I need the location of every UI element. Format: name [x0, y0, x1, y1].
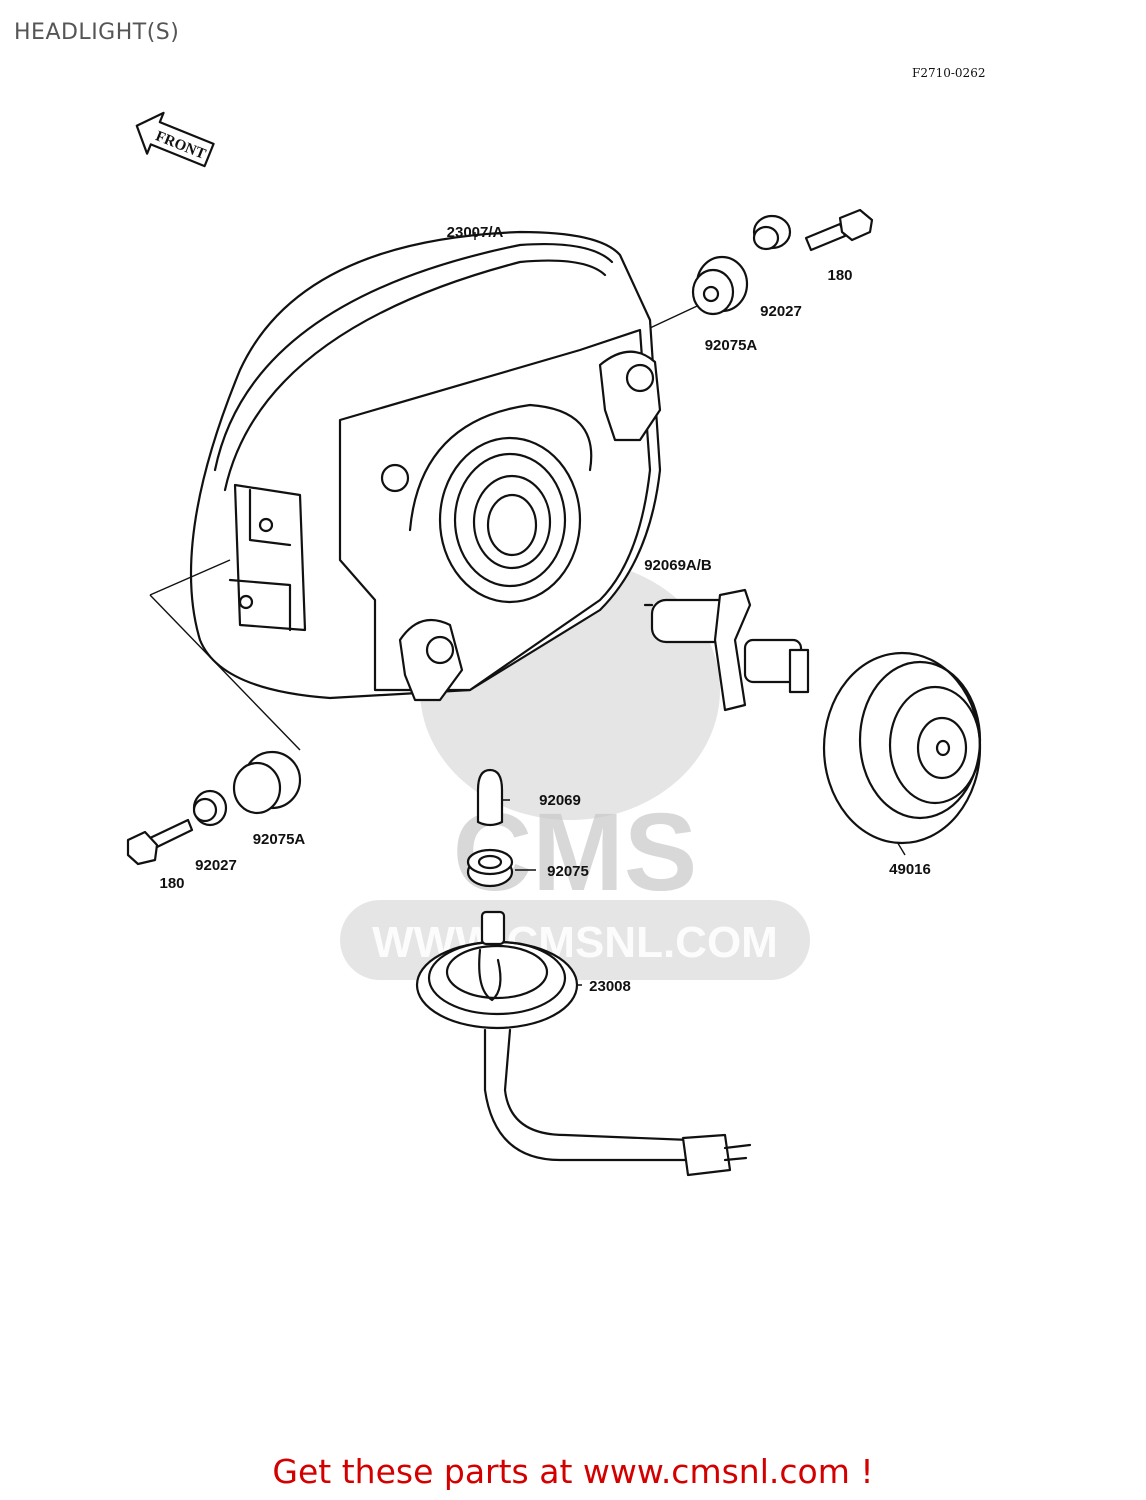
bulb-92069ab: [643, 588, 810, 712]
figure-code: F2710-0262: [912, 66, 986, 80]
page-title: HEADLIGHT(S): [14, 20, 180, 45]
part-label: 180: [159, 875, 184, 892]
headlight-housing: [189, 230, 662, 702]
socket-23008: [415, 910, 752, 1177]
part-labels: 23007/A 180 92027 92075A 92069A/B 92069 …: [159, 224, 930, 995]
part-label: 92075A: [705, 337, 758, 354]
front-arrow: FRONT: [135, 111, 215, 168]
collar-92027-top: [752, 214, 792, 251]
part-label: 92069A/B: [644, 557, 712, 574]
part-label: 49016: [889, 861, 931, 878]
bolt-180-left: [126, 818, 194, 866]
dust-cover-49016: [822, 651, 982, 845]
grommet-92075a-top: [691, 255, 749, 316]
part-label: 23008: [589, 978, 631, 995]
grommet-92075: [466, 848, 514, 888]
get-parts-link[interactable]: Get these parts at www.cmsnl.com !: [272, 1452, 874, 1491]
exploded-parts-diagram: CMS WWW.CMSNL.COM FRONT: [126, 111, 982, 1177]
collar-92027-left: [192, 789, 228, 827]
part-label: 92075A: [253, 831, 306, 848]
pilot-bulb-92069: [476, 768, 504, 827]
part-label: 92069: [539, 792, 581, 809]
part-label: 180: [827, 267, 852, 284]
part-label: 23007/A: [447, 224, 504, 241]
grommet-92075a-left: [232, 750, 302, 815]
bolt-180-top: [804, 208, 874, 252]
part-label: 92027: [760, 303, 802, 320]
part-label: 92027: [195, 857, 237, 874]
part-label: 92075: [547, 863, 589, 880]
